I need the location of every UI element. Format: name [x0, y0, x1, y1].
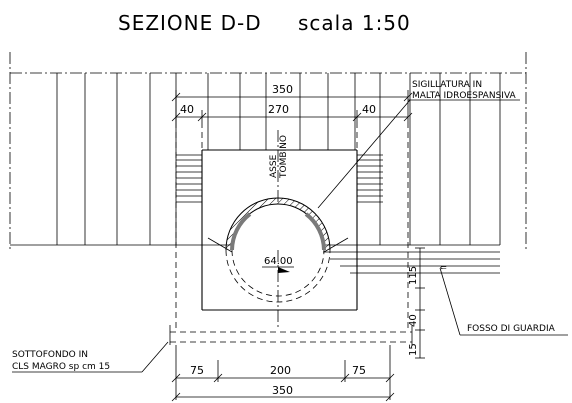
extension-lines — [175, 122, 409, 328]
dim-bottom-mid: 200 — [270, 364, 291, 377]
base-slab — [169, 325, 413, 345]
dim-bottom-total: 350 — [272, 384, 293, 397]
dim-top-mid: 270 — [268, 103, 289, 116]
bottom-dimensions: 75 200 75 350 — [171, 345, 395, 402]
axis-label-line1: ASSE — [269, 154, 279, 178]
headwall-outline — [201, 149, 358, 311]
ditch-arrow-mark: ⇐ — [440, 263, 447, 272]
axis-label-line2: TOMBINO — [279, 135, 289, 179]
right-dimensions: 115 40 15 — [408, 247, 425, 359]
brick-courses-left — [176, 154, 202, 203]
top-dimensions: 350 40 270 40 — [171, 83, 413, 122]
drawing-title: SEZIONE D-D — [118, 11, 262, 35]
dim-top-right: 40 — [362, 103, 376, 116]
base-label-line1: SOTTOFONDO IN — [12, 350, 88, 360]
base-label-line2: CLS MAGRO sp cm 15 — [12, 362, 110, 372]
dim-bottom-right: 75 — [352, 364, 366, 377]
dim-right-low: 15 — [408, 343, 419, 356]
elevation-value: 64.00 — [264, 256, 293, 267]
sealing-callout: SIGILLATURA IN MALTA IDROESPANSIVA — [317, 80, 520, 209]
ground-lines — [10, 244, 500, 274]
sealing-label-line2: MALTA IDROESPANSIVA — [412, 91, 517, 101]
dim-top-total: 350 — [272, 83, 293, 96]
dim-right-mid: 40 — [408, 314, 419, 327]
sealing-label-line1: SIGILLATURA IN — [412, 80, 482, 90]
ditch-label: FOSSO DI GUARDIA — [467, 324, 556, 334]
base-callout: SOTTOFONDO IN CLS MAGRO sp cm 15 — [12, 341, 169, 373]
dim-top-left: 40 — [180, 103, 194, 116]
ditch-callout: FOSSO DI GUARDIA ⇐ — [439, 263, 568, 336]
drawing-scale: scala 1:50 — [298, 11, 411, 35]
brick-courses-right — [357, 154, 383, 203]
elevation-marker: 64.00 — [262, 256, 294, 273]
dim-bottom-left: 75 — [190, 364, 204, 377]
dim-right-upper: 115 — [408, 266, 419, 285]
culvert-pipe — [207, 197, 349, 303]
